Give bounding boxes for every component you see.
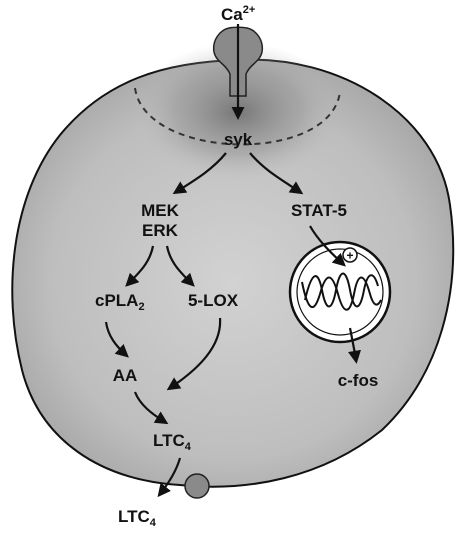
cpla2-label: cPLA2 — [95, 291, 145, 313]
erk-to-cpla2-arrow — [125, 245, 155, 287]
5lox-to-ltc4-arrow — [166, 317, 222, 391]
erk-label: ERK — [142, 221, 179, 240]
cpla2-to-aa-arrow — [104, 321, 129, 358]
stat5-to-nucleus-arrow — [309, 225, 346, 267]
syk-label: syk — [224, 130, 253, 149]
5lox-label: 5-LOX — [188, 291, 239, 310]
stat5-label: STAT-5 — [291, 201, 347, 220]
ltc4-export-arrow — [157, 457, 182, 498]
nucleus — [288, 240, 392, 344]
cfos-label: c-fos — [338, 371, 379, 390]
svg-text:+: + — [346, 249, 353, 263]
aa-label: AA — [113, 366, 138, 385]
ltc4-outside-label: LTC4 — [118, 507, 157, 529]
ltc4-inside-label: LTC4 — [153, 431, 192, 453]
nucleus-to-cfos-arrow — [347, 327, 361, 364]
aa-to-ltc4-arrow — [133, 391, 169, 425]
activation-plus-icon: + — [342, 247, 358, 263]
influx-zone-boundary — [134, 87, 341, 146]
ltc4-transporter-icon — [184, 473, 210, 499]
syk-to-stat5-arrow — [249, 152, 304, 195]
erk-to-5lox-arrow — [165, 245, 195, 287]
dna-helix-icon — [301, 272, 382, 311]
calcium-label: Ca2+ — [221, 4, 255, 24]
mek-label: MEK — [141, 201, 180, 220]
syk-to-mek-arrow — [172, 152, 227, 195]
